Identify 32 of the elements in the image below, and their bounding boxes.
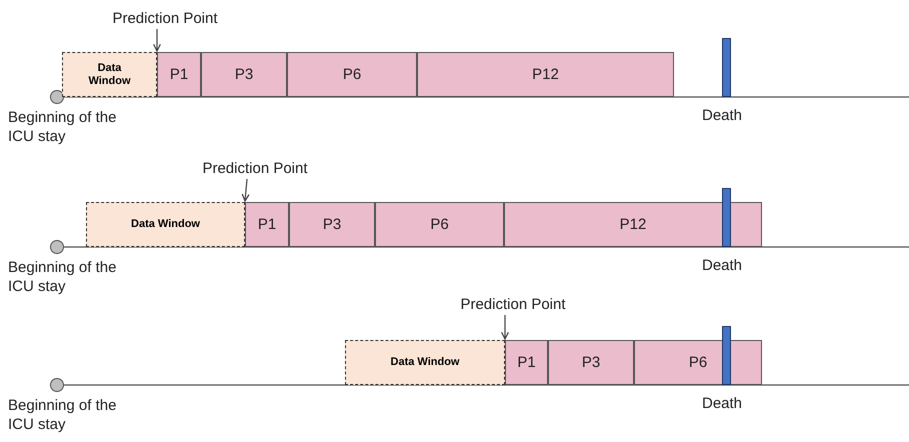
start-dot (50, 378, 64, 392)
leader-arrow (153, 29, 161, 52)
leader-arrow (501, 315, 509, 340)
horizon-box: P12 (417, 52, 674, 97)
start-dot (50, 240, 64, 254)
data-window-box: Data Window (345, 340, 505, 385)
horizon-box: P3 (548, 340, 634, 385)
leader-arrow (242, 178, 250, 202)
horizon-box: P12 (504, 202, 762, 247)
event-label: Death (702, 257, 742, 274)
prediction-point-label: Prediction Point (448, 294, 578, 314)
horizon-box: P1 (157, 52, 201, 97)
prediction-point-label: Prediction Point (105, 8, 225, 28)
horizon-box: P6 (375, 202, 504, 247)
horizon-box: P3 (289, 202, 375, 247)
data-window-box: Data Window (86, 202, 245, 247)
event-label: Death (702, 107, 742, 124)
horizon-box: P3 (201, 52, 287, 97)
start-label: Beginning of the ICU stay (8, 108, 118, 146)
horizon-box: P1 (245, 202, 289, 247)
horizon-box: P1 (505, 340, 548, 385)
event-bar (722, 38, 731, 97)
event-bar (722, 188, 731, 247)
horizon-box: P6 (287, 52, 417, 97)
event-label: Death (702, 395, 742, 412)
start-label: Beginning of the ICU stay (8, 396, 118, 434)
start-dot (50, 90, 64, 104)
start-label: Beginning of the ICU stay (8, 258, 118, 296)
event-bar (722, 326, 731, 385)
horizon-box: P6 (634, 340, 762, 385)
data-window-box: Data Window (62, 52, 157, 97)
prediction-point-label: Prediction Point (190, 158, 320, 178)
